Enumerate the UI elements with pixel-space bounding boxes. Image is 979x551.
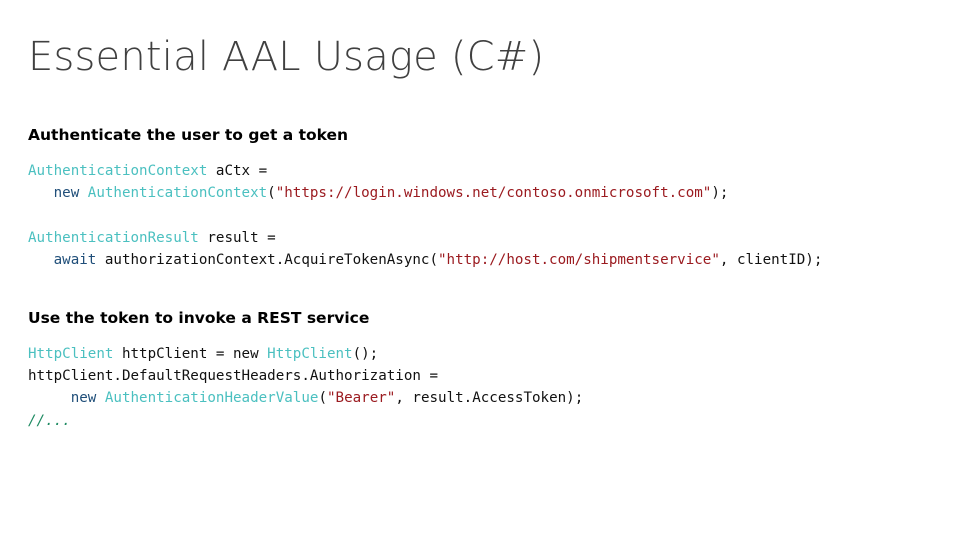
code-token-plain <box>96 390 105 406</box>
code-token-plain: ); <box>711 185 729 202</box>
page-title: Essential AAL Usage (C#) <box>28 34 545 80</box>
code-line: httpClient.DefaultRequestHeaders.Authori… <box>28 365 975 387</box>
code-token-string: "http://host.com/shipmentservice" <box>438 252 720 269</box>
code-token-plain <box>28 185 54 201</box>
code-token-plain: httpClient.DefaultRequestHeaders.Authori… <box>28 368 438 385</box>
section-spacer <box>28 272 975 308</box>
code-token-plain: aCtx = <box>207 163 268 179</box>
section-authenticate: Authenticate the user to get a token Aut… <box>28 125 975 272</box>
code-token-plain: authorizationContext.AcquireTokenAsync( <box>96 252 439 269</box>
code-line: //... <box>28 410 975 432</box>
code-token-plain: ( <box>318 390 327 407</box>
code-token-type: HttpClient <box>267 345 353 362</box>
code-token-plain: , clientID); <box>719 252 823 269</box>
code-token-plain: httpClient = new <box>113 345 268 362</box>
code-token-plain: result = <box>198 229 276 246</box>
slide-body: Authenticate the user to get a token Aut… <box>28 125 975 432</box>
code-token-plain: , result.AccessToken); <box>395 390 584 407</box>
code-line: new AuthenticationHeaderValue("Bearer", … <box>28 387 975 409</box>
section-heading: Authenticate the user to get a token <box>28 126 349 144</box>
code-line: HttpClient httpClient = new HttpClient()… <box>28 343 975 365</box>
code-token-comment: //... <box>28 412 71 429</box>
code-token-plain: ( <box>267 185 276 202</box>
code-line: AuthenticationContext aCtx = <box>28 160 975 182</box>
section-invoke-rest: Use the token to invoke a REST service H… <box>28 308 975 433</box>
code-block-invoke-rest: HttpClient httpClient = new HttpClient()… <box>28 343 975 433</box>
code-token-type: AuthenticationContext <box>87 185 268 202</box>
section-heading: Use the token to invoke a REST service <box>28 308 370 327</box>
code-token-type: AuthenticationContext <box>28 163 208 179</box>
code-token-plain <box>79 185 88 201</box>
code-token-keyword: new <box>53 185 80 202</box>
code-token-type: AuthenticationResult <box>28 229 199 246</box>
code-token-plain <box>28 390 71 406</box>
code-line: await authorizationContext.AcquireTokenA… <box>28 249 975 271</box>
code-token-string: "https://login.windows.net/contoso.onmic… <box>275 185 712 202</box>
code-block-authenticate: AuthenticationContext aCtx = new Authent… <box>28 160 975 272</box>
code-token-type: HttpClient <box>28 345 114 362</box>
code-token-plain <box>28 252 54 268</box>
code-token-plain: (); <box>352 345 379 362</box>
code-token-type: AuthenticationHeaderValue <box>104 390 319 407</box>
code-line: new AuthenticationContext("https://login… <box>28 182 975 204</box>
code-token-keyword: await <box>53 252 97 269</box>
code-token-string: "Bearer" <box>326 390 396 407</box>
code-line: AuthenticationResult result = <box>28 227 975 249</box>
code-token-keyword: new <box>70 390 97 407</box>
code-line <box>28 205 975 227</box>
